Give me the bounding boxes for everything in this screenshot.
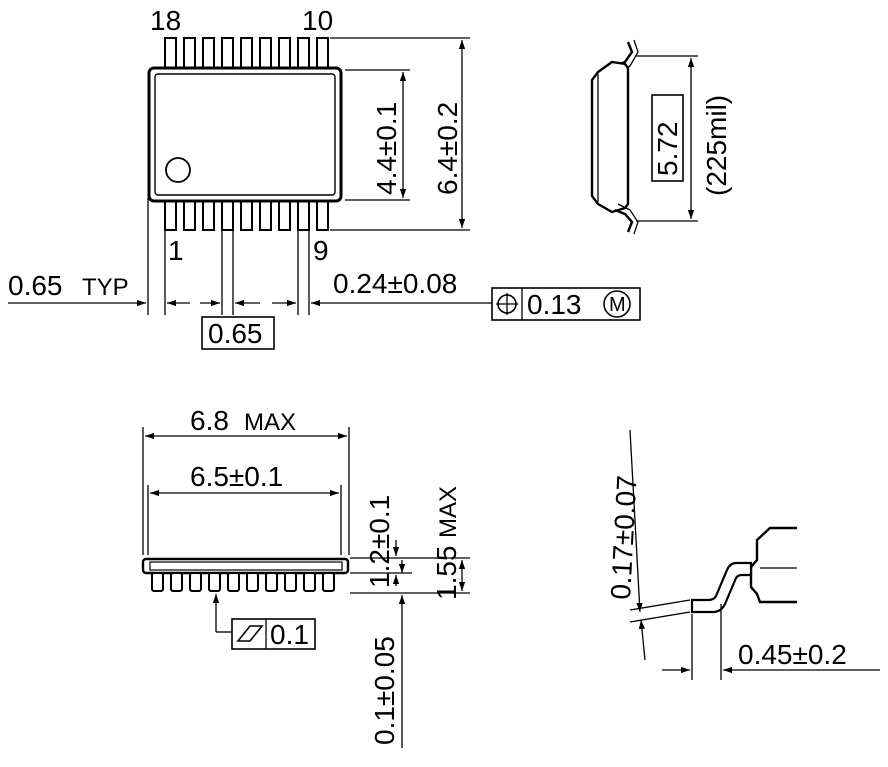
dim-body-width: 4.4±0.1	[345, 69, 410, 201]
flatness-symbol-icon	[236, 625, 264, 642]
pin-1-label: 1	[168, 235, 184, 266]
end-view-dim-box: 5.72	[652, 122, 683, 177]
dim-lead-width: 0.24±0.08	[272, 268, 492, 307]
dim-pitch-box: 0.65	[200, 299, 275, 350]
side-view: 6.8 MAX 6.5±0.1 1.2±0.1 1.55 MAX 0.1±0.0…	[141, 405, 470, 748]
top-view: 18 10 1 9 4.4±0.1 6.4±0.2 0.65	[8, 5, 641, 350]
position-tolerance-value: 0.13	[527, 289, 582, 320]
lead-dim-foot-length: 0.45±0.2	[738, 639, 847, 670]
dim-lead-width-label: 0.24±0.08	[333, 268, 457, 299]
side-dim-body-length: 6.5±0.1	[190, 461, 283, 492]
flatness-value: 0.1	[270, 619, 309, 650]
package-body	[147, 66, 343, 203]
dim-body-width-label: 4.4±0.1	[371, 102, 402, 195]
dim-total-width-label: 6.4±0.2	[432, 102, 463, 195]
side-dim-max-length-suffix: MAX	[244, 409, 296, 436]
end-view-body	[590, 60, 630, 214]
side-view-lead-row	[151, 572, 335, 592]
dim-pitch-box-label: 0.65	[208, 318, 263, 349]
pin-18-label: 18	[150, 5, 181, 36]
package-body-inner	[154, 73, 336, 196]
lead-detail: 0.17±0.07 0.45±0.2	[605, 429, 880, 680]
end-view: 5.72 (225mil)	[590, 39, 732, 235]
top-pin-row	[164, 37, 329, 71]
flatness-callout: 0.1	[212, 594, 316, 650]
dim-pitch-typ: 0.65 TYP	[8, 270, 190, 307]
bottom-pin-row	[164, 197, 329, 231]
dim-pitch-typ-value: 0.65	[8, 270, 63, 301]
end-view-dim-mil: (225mil)	[701, 95, 732, 196]
pin-9-label: 9	[313, 235, 329, 266]
side-view-body	[141, 557, 350, 575]
position-tolerance-frame: 0.13 M	[491, 287, 641, 321]
lead-dim-thickness: 0.17±0.07	[605, 475, 642, 601]
dim-pitch-typ-suffix: TYP	[82, 274, 129, 301]
position-modifier-letter: M	[609, 294, 626, 316]
side-dim-standoff: 0.1±0.05	[369, 636, 400, 745]
lead-profile	[690, 561, 753, 614]
side-dim-max-height-value: 1.55	[431, 546, 462, 601]
side-dim-body-height: 1.2±0.1	[364, 495, 395, 588]
side-dim-max-length-value: 6.8	[190, 405, 229, 436]
dim-total-width: 6.4±0.2	[330, 37, 470, 231]
side-dim-max-height-suffix: MAX	[435, 486, 462, 538]
pin1-index-mark	[165, 157, 191, 183]
pin-10-label: 10	[302, 5, 333, 36]
mmc-modifier-icon	[603, 290, 631, 318]
